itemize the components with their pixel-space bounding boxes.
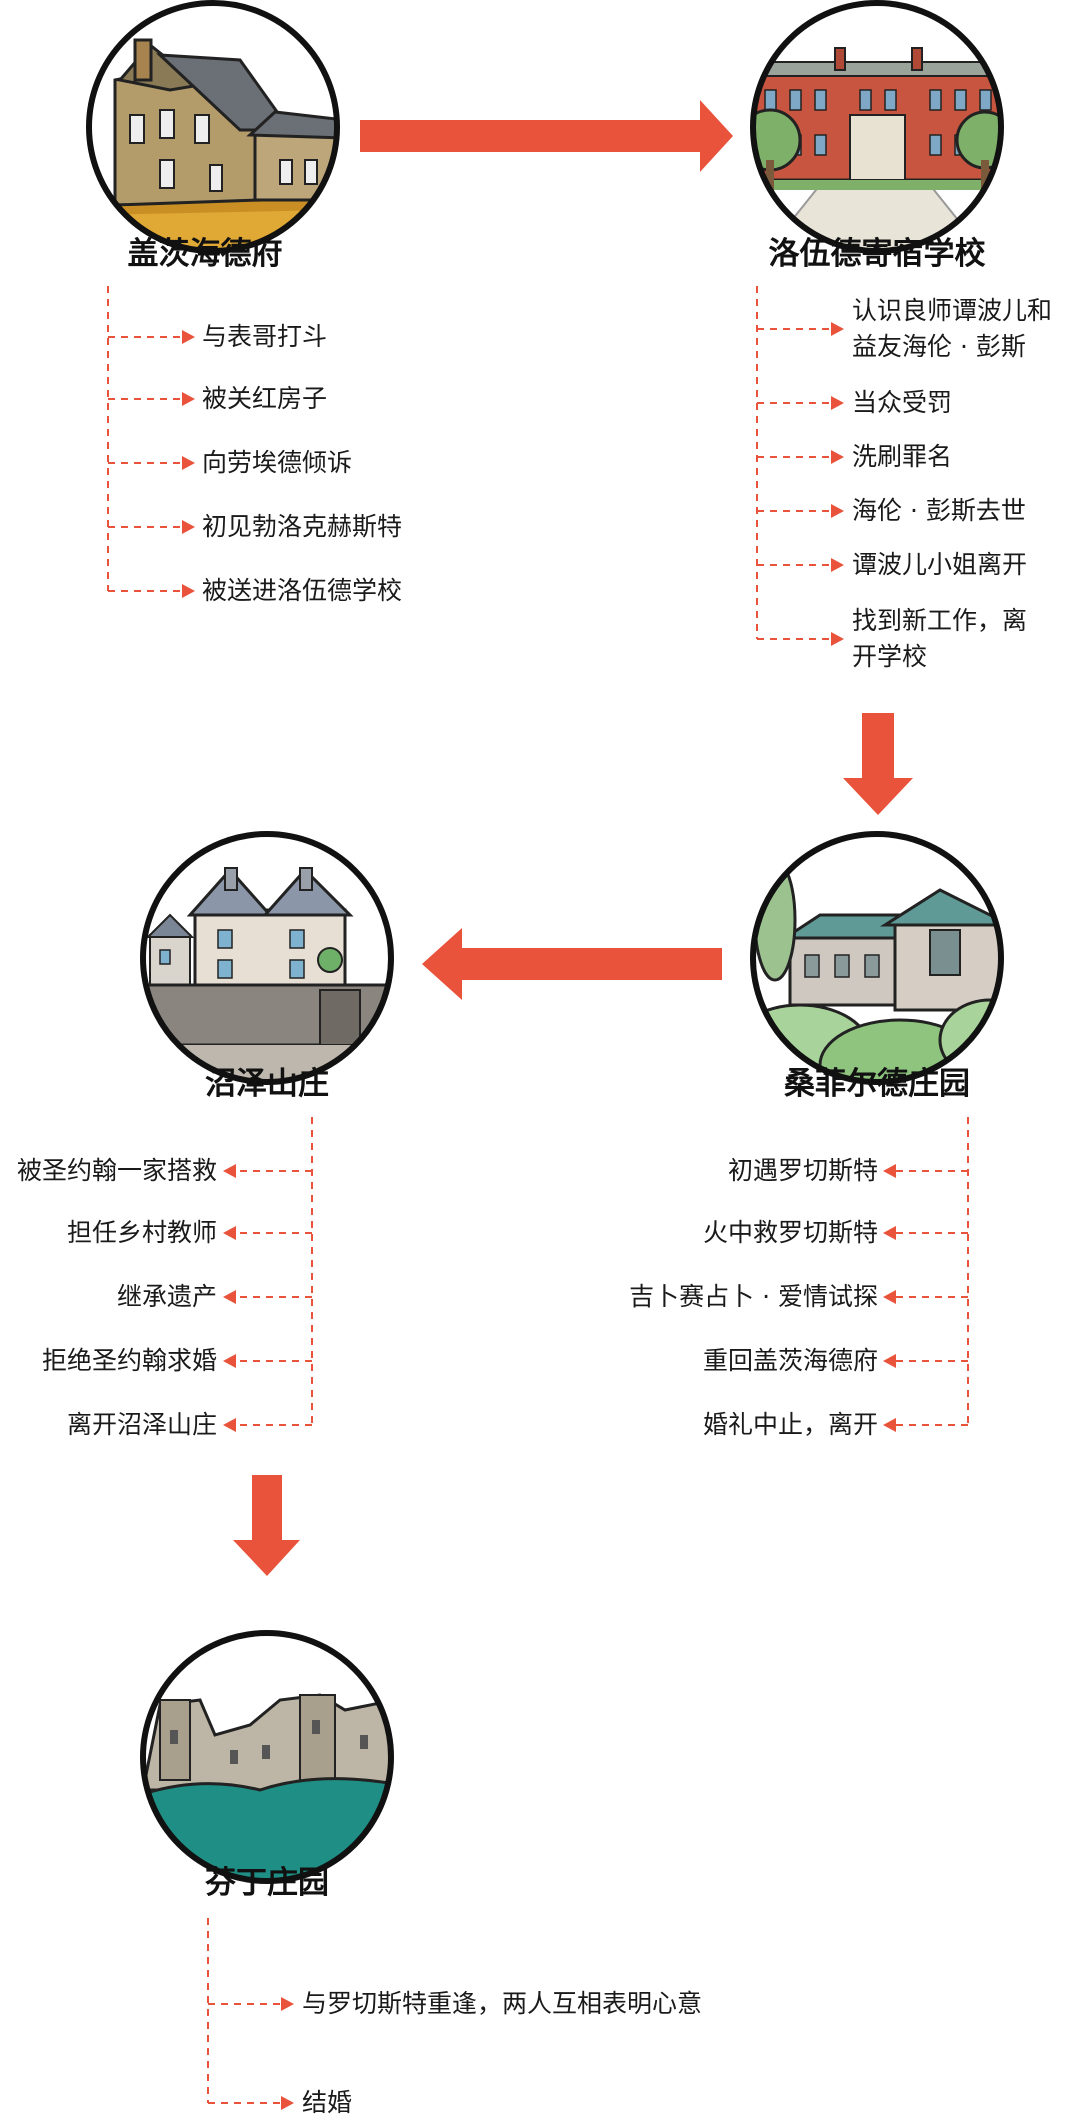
event-gateshead-1: 与表哥打斗: [202, 322, 328, 351]
event-lowood-4: 海伦 · 彭斯去世: [852, 496, 1026, 525]
gabled-house-icon: [143, 834, 391, 1082]
connector-arrowhead: [831, 504, 844, 518]
connector-arrowhead: [182, 456, 195, 470]
connector-arrowhead: [831, 632, 844, 646]
connector-arrowhead: [831, 558, 844, 572]
connector-arrowhead: [883, 1290, 896, 1304]
event-moorhouse-2: 担任乡村教师: [66, 1218, 217, 1247]
event-thornfield-2: 火中救罗切斯特: [702, 1218, 878, 1247]
connector-arrowhead: [883, 1418, 896, 1432]
event-lowood-1-line-1: 认识良师谭波儿和: [852, 296, 1053, 325]
connector-arrowhead: [223, 1418, 236, 1432]
event-lowood-6-line-1: 找到新工作，离: [852, 606, 1028, 635]
place-title-gateshead: 盖茨海德府: [127, 236, 283, 272]
country-house-icon: [89, 3, 337, 251]
event-gateshead-4: 初见勃洛克赫斯特: [202, 512, 403, 541]
event-gateshead-3: 向劳埃德倾诉: [202, 448, 353, 477]
connector-arrowhead: [182, 520, 195, 534]
flow-arrow-down: [233, 1475, 300, 1576]
school-building-icon: [753, 3, 1001, 251]
connector-arrowhead: [831, 396, 844, 410]
connector-arrowhead: [831, 450, 844, 464]
place-title-ferndean: 芬丁庄园: [205, 1865, 329, 1901]
connector-arrowhead: [281, 2096, 294, 2110]
connector-arrowhead: [223, 1226, 236, 1240]
flow-arrow-right: [360, 100, 733, 172]
connector-arrowhead: [883, 1226, 896, 1240]
place-title-moorhouse: 沼泽山庄: [205, 1066, 329, 1102]
event-thornfield-3: 吉卜赛占卜 · 爱情试探: [629, 1282, 878, 1311]
event-moorhouse-3: 继承遗产: [116, 1282, 217, 1311]
connector-arrowhead: [883, 1164, 896, 1178]
vignette-ring: [750, 831, 1004, 1085]
event-lowood-2: 当众受罚: [852, 388, 953, 417]
event-lowood-6-line-2: 开学校: [852, 642, 928, 671]
connector-arrowhead: [182, 330, 195, 344]
flow-arrow-left: [422, 928, 722, 1000]
event-gateshead-5: 被送进洛伍德学校: [202, 576, 403, 605]
event-lowood-3: 洗刷罪名: [852, 442, 953, 471]
event-gateshead-2: 被关红房子: [202, 384, 328, 413]
connector-arrowhead: [831, 322, 844, 336]
event-connectors: [107, 286, 969, 2110]
connector-arrowhead: [223, 1354, 236, 1368]
connector-arrowhead: [281, 1997, 294, 2011]
event-ferndean-1: 与罗切斯特重逢，两人互相表明心意: [302, 1989, 703, 2018]
event-thornfield-4: 重回盖茨海德府: [702, 1346, 878, 1375]
connector-arrowhead: [182, 584, 195, 598]
vignette-ring: [140, 831, 394, 1085]
vignette-ring: [140, 1630, 394, 1884]
connector-arrowhead: [223, 1164, 236, 1178]
event-lowood-1-line-2: 益友海伦 · 彭斯: [852, 332, 1026, 361]
vignette-ring: [86, 0, 340, 254]
event-ferndean-2: 结婚: [302, 2088, 353, 2117]
event-lowood-1: 认识良师谭波儿和 益友海伦 · 彭斯: [852, 293, 1052, 365]
event-lowood-5: 谭波儿小姐离开: [852, 550, 1028, 579]
place-title-thornfield: 桑菲尔德庄园: [784, 1066, 970, 1102]
event-thornfield-5: 婚礼中止，离开: [702, 1410, 878, 1439]
event-lowood-6: 找到新工作，离 开学校: [852, 603, 1027, 675]
event-thornfield-1: 初遇罗切斯特: [727, 1156, 878, 1185]
connector-arrowhead: [182, 392, 195, 406]
event-moorhouse-5: 离开沼泽山庄: [66, 1410, 217, 1439]
place-title-lowood: 洛伍德寄宿学校: [768, 236, 986, 272]
event-moorhouse-4: 拒绝圣约翰求婚: [41, 1346, 217, 1375]
connector-arrowhead: [223, 1290, 236, 1304]
connector-arrowhead: [883, 1354, 896, 1368]
vignette-ring: [750, 0, 1004, 254]
event-moorhouse-1: 被圣约翰一家搭救: [16, 1156, 217, 1185]
flow-arrow-down: [843, 713, 913, 815]
